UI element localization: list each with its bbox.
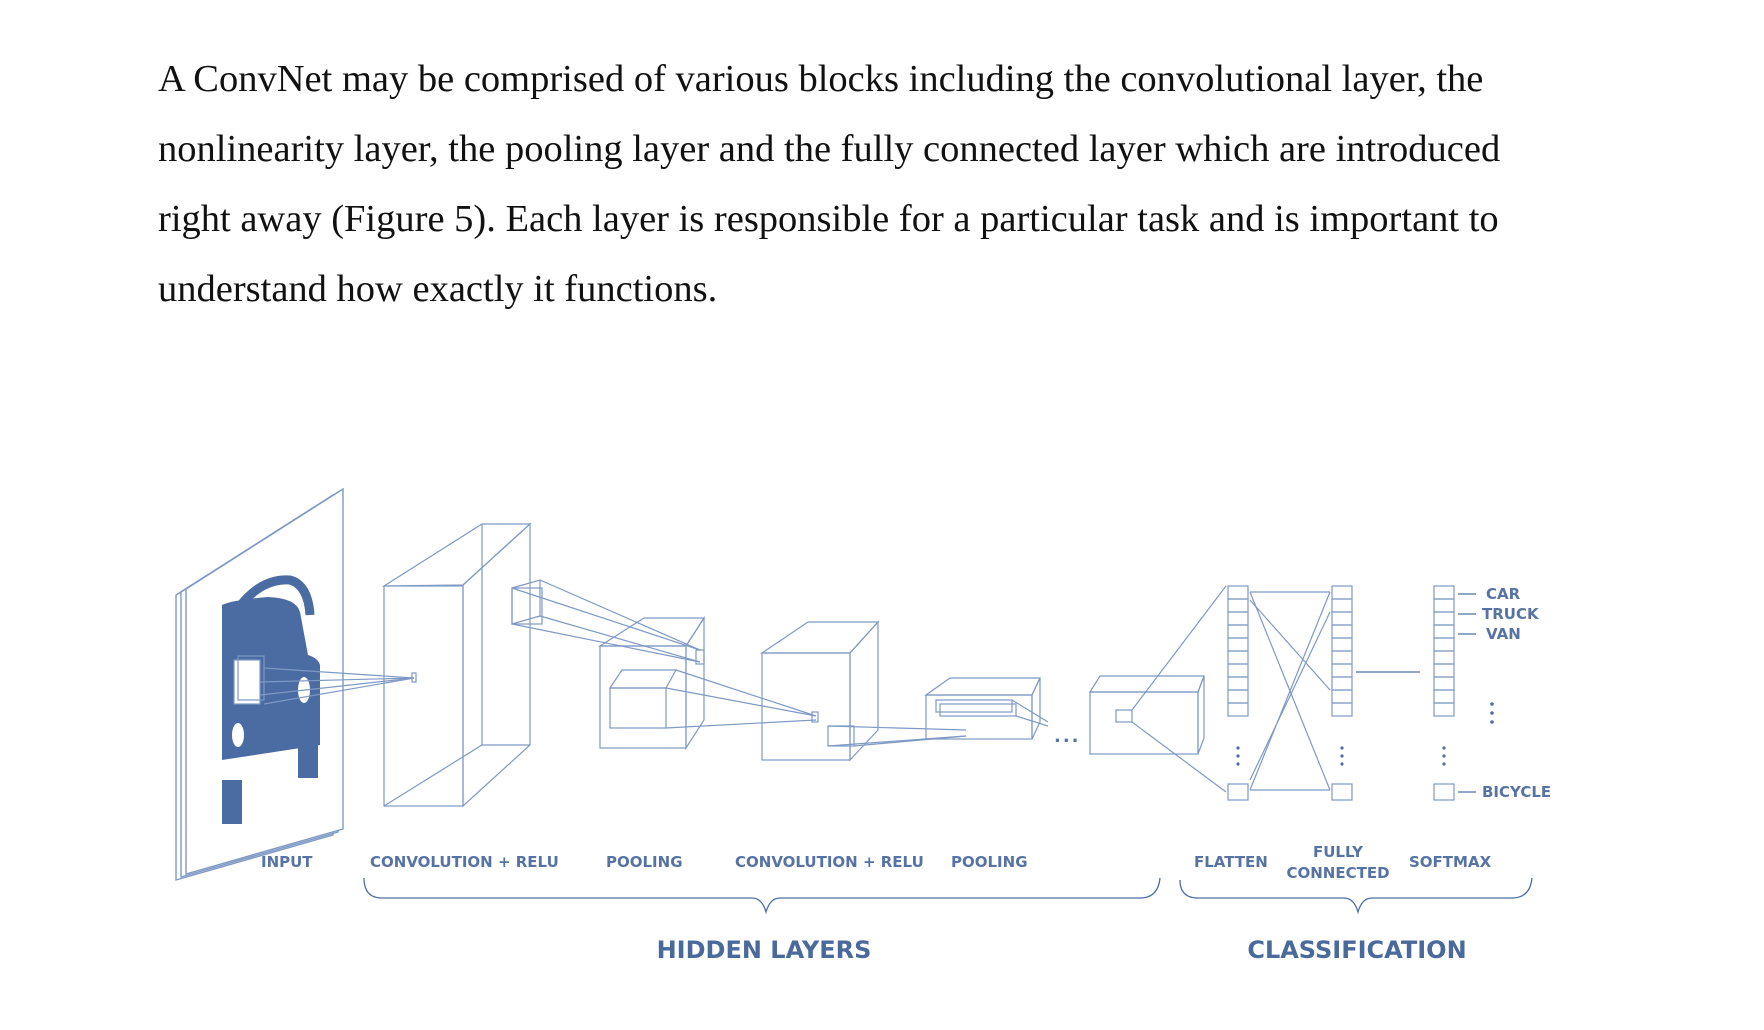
neuron-last <box>1227 783 1249 801</box>
neuron <box>1227 689 1249 704</box>
label-hidden-layers: HIDDEN LAYERS <box>657 936 872 964</box>
neuron <box>1227 611 1249 626</box>
ellipsis-dot <box>1340 746 1344 750</box>
input-image <box>175 487 417 881</box>
neuron <box>1331 611 1353 626</box>
neuron <box>1433 663 1455 678</box>
ellipsis-dot <box>1442 746 1446 750</box>
label-pool2: POOLING <box>951 853 1028 871</box>
ellipsis-dot <box>1340 762 1344 766</box>
paragraph-line: right away (Figure 5). Each layer is res… <box>158 198 1499 240</box>
car-icon <box>222 575 320 824</box>
label-conv2: CONVOLUTION + RELU <box>735 853 924 871</box>
output-car: CAR <box>1486 585 1521 603</box>
paragraph-line: nonlinearity layer, the pooling layer an… <box>158 128 1501 170</box>
ellipsis-dot <box>1442 754 1446 758</box>
conv1-volume <box>381 522 705 808</box>
flatten-neurons <box>1227 585 1249 801</box>
neuron <box>1227 663 1249 678</box>
hidden-layers-brace <box>363 877 1161 915</box>
neuron <box>1433 611 1455 626</box>
neuron <box>1227 676 1249 691</box>
neuron <box>1227 702 1249 717</box>
neuron-last <box>1433 783 1455 801</box>
neuron <box>1331 702 1353 717</box>
neuron <box>1227 650 1249 665</box>
label-connected: CONNECTED <box>1286 864 1389 882</box>
fc-connections <box>1249 591 1420 791</box>
pool1-volume <box>597 615 819 751</box>
neuron <box>1331 637 1353 652</box>
neuron <box>1433 598 1455 613</box>
output-labels: CAR TRUCK VAN BICYCLE <box>1458 585 1551 801</box>
output-bicycle: BICYCLE <box>1482 783 1551 801</box>
stage-labels: INPUT CONVOLUTION + RELU POOLING CONVOLU… <box>261 843 1492 882</box>
classification-brace <box>1179 877 1533 915</box>
ellipsis-dot <box>1340 754 1344 758</box>
ellipsis-dot <box>1236 754 1240 758</box>
pool2-volume: ... <box>924 677 1081 747</box>
neuron <box>1227 585 1249 600</box>
ellipsis-between-blocks: ... <box>1054 726 1081 747</box>
softmax-neurons <box>1433 585 1455 801</box>
ellipsis-dot <box>1236 762 1240 766</box>
neuron <box>1331 598 1353 613</box>
label-conv1: CONVOLUTION + RELU <box>370 853 559 871</box>
neuron <box>1433 624 1455 639</box>
neuron <box>1227 598 1249 613</box>
neuron <box>1331 689 1353 704</box>
flatten-volume <box>1088 585 1227 793</box>
neuron <box>1227 637 1249 652</box>
neuron-last <box>1331 783 1353 801</box>
neuron <box>1433 650 1455 665</box>
neuron <box>1433 689 1455 704</box>
label-softmax: SOFTMAX <box>1409 853 1492 871</box>
neuron <box>1227 624 1249 639</box>
label-pool1: POOLING <box>606 853 683 871</box>
label-fully: FULLY <box>1313 843 1364 861</box>
neuron <box>1331 650 1353 665</box>
neuron <box>1331 585 1353 600</box>
neuron <box>1433 637 1455 652</box>
neuron <box>1433 676 1455 691</box>
neuron <box>1331 663 1353 678</box>
neuron <box>1433 702 1455 717</box>
output-van: VAN <box>1486 625 1521 643</box>
fc-neurons <box>1331 585 1353 801</box>
label-flatten: FLATTEN <box>1194 853 1268 871</box>
ellipsis-dot <box>1442 762 1446 766</box>
body-paragraph: A ConvNet may be comprised of various bl… <box>158 44 1598 324</box>
neuron <box>1433 585 1455 600</box>
paragraph-line: A ConvNet may be comprised of various bl… <box>158 58 1484 100</box>
paragraph-line: understand how exactly it functions. <box>158 268 718 310</box>
neuron <box>1331 676 1353 691</box>
label-classification: CLASSIFICATION <box>1247 936 1466 964</box>
label-input: INPUT <box>261 853 313 871</box>
conv2-volume <box>760 620 967 762</box>
output-truck: TRUCK <box>1482 605 1540 623</box>
ellipsis-dot <box>1236 746 1240 750</box>
neuron <box>1331 624 1353 639</box>
